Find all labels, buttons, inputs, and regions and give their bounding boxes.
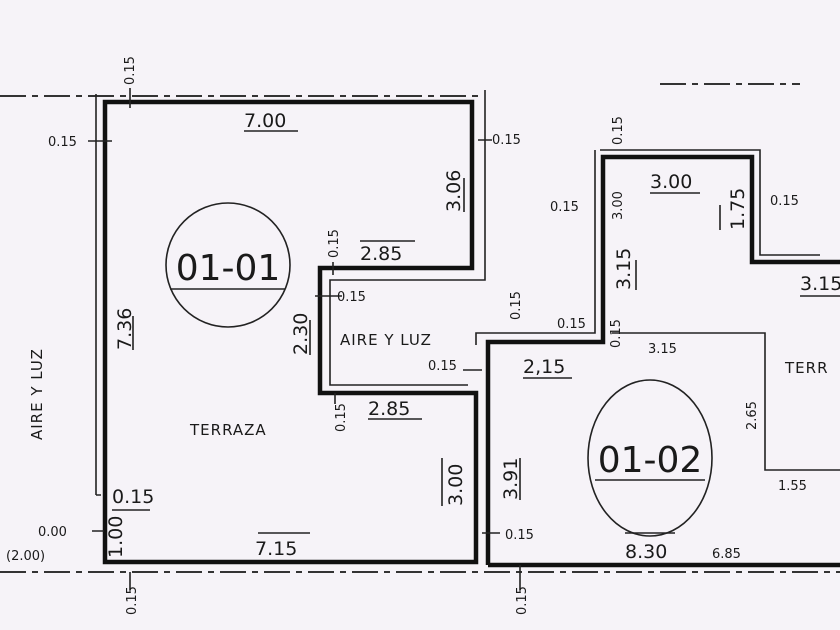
dim: 3.06 <box>443 170 465 212</box>
dim: 0.00 <box>38 525 67 540</box>
dim: 1.55 <box>778 479 807 494</box>
unit-01-02-walls <box>485 154 840 568</box>
dim: 3.15 <box>800 273 840 295</box>
dim: 0.15 <box>428 359 457 374</box>
side-light-well-label: AIRE Y LUZ <box>28 348 46 440</box>
dim: 0.15 <box>123 56 138 85</box>
dim: (2.00) <box>6 549 45 564</box>
right-terrace-label: TERR <box>784 359 829 377</box>
dim: 0.15 <box>509 291 524 320</box>
dim: 3.00 <box>650 171 692 193</box>
dim: 3.15 <box>648 342 677 357</box>
unit-01-02-marker <box>587 379 713 537</box>
dim: 0.15 <box>515 586 530 615</box>
dim: 0.15 <box>112 486 154 508</box>
dim: 0.15 <box>611 116 626 145</box>
dim: 8.30 <box>625 541 667 563</box>
dim: 0.15 <box>505 528 534 543</box>
light-well-label: AIRE Y LUZ <box>340 331 432 349</box>
unit-01-01-outer-line <box>95 90 486 496</box>
unit-01-02-outer-line <box>475 149 840 471</box>
dim: 0.15 <box>492 133 521 148</box>
unit-id-underlines <box>170 288 705 481</box>
unit-01-01-walls <box>102 99 479 565</box>
unit-01-01-id: 01-01 <box>176 248 281 289</box>
dim: 3.00 <box>445 464 467 506</box>
dim: 2.30 <box>290 313 312 355</box>
dim: 0.15 <box>327 229 342 258</box>
dim: 2.85 <box>368 398 410 420</box>
dim: 0.15 <box>770 194 799 209</box>
dim: 1.00 <box>105 516 127 558</box>
dim: 7.15 <box>255 538 297 560</box>
dim: 3.15 <box>613 248 635 290</box>
dimension-underlines <box>112 130 840 534</box>
dim: 0.15 <box>334 403 349 432</box>
unit-01-01-marker <box>165 202 291 328</box>
dim: 2.85 <box>360 243 402 265</box>
dim: 3.00 <box>611 191 626 220</box>
dim: 6.85 <box>712 547 741 562</box>
dim: 7.36 <box>114 308 136 350</box>
dim: 1.75 <box>727 188 749 230</box>
dim: 0.15 <box>337 290 366 305</box>
dim: 0.15 <box>48 135 77 150</box>
dim: 0.15 <box>125 586 140 615</box>
dim: 0.15 <box>557 317 586 332</box>
terrace-label: TERRAZA <box>189 421 267 439</box>
dim: 3.91 <box>500 458 522 500</box>
dim: 0.15 <box>550 200 579 215</box>
dim: 2.65 <box>745 401 760 430</box>
dimension-ticks <box>88 88 521 590</box>
dim: 7.00 <box>244 110 286 132</box>
unit-01-02-id: 01-02 <box>598 440 703 481</box>
dim: 2,15 <box>523 356 565 378</box>
dim: 0.15 <box>609 319 624 348</box>
